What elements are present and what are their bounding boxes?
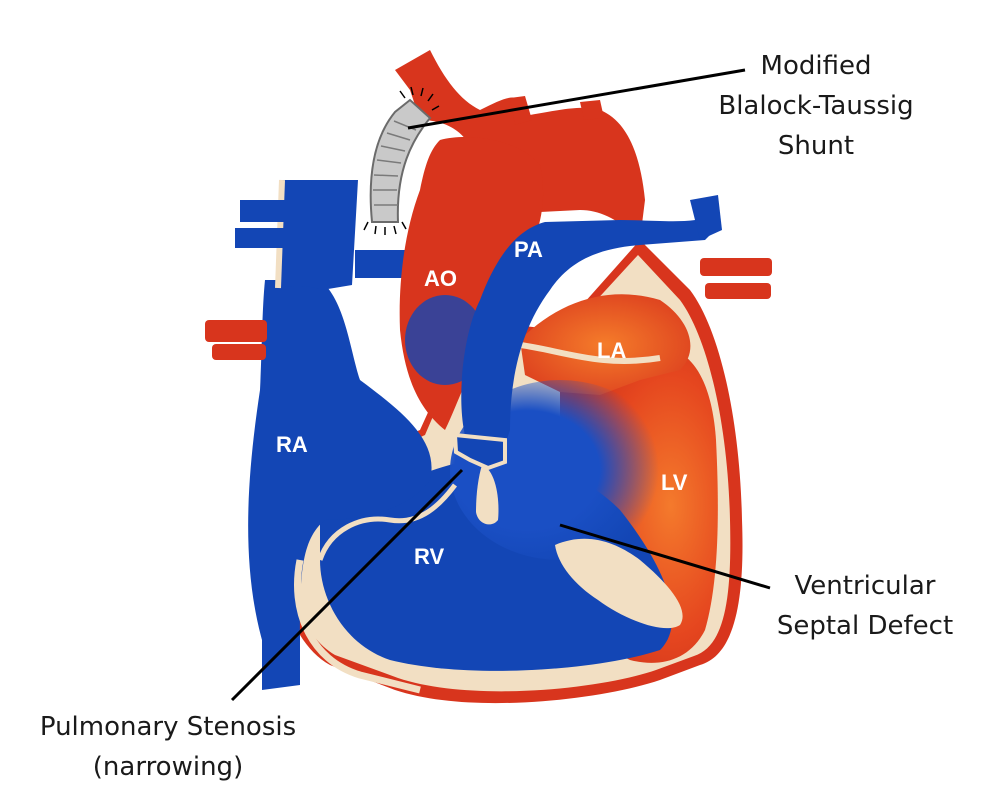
left-artery-branch: [205, 320, 267, 342]
vsd-callout-line-1: Ventricular: [795, 571, 936, 601]
stenosis-callout-line-1: Pulmonary Stenosis: [40, 712, 296, 742]
pulmonary-vein-bottom: [705, 283, 771, 299]
label-la: LA: [597, 338, 626, 363]
superior-vena-cava: [278, 180, 358, 290]
rv-outer-wall: [294, 559, 421, 694]
aorta-branch-2: [580, 100, 604, 120]
pulmonary-vein-top: [700, 258, 772, 276]
pa-left-branch: [690, 195, 722, 240]
label-pa: PA: [514, 237, 543, 262]
pulmonary-valve-stenosis: [452, 432, 507, 471]
label-rv: RV: [414, 544, 444, 569]
pulmonary-artery: [461, 215, 720, 463]
rv-inner-wall: [317, 483, 457, 561]
left-vein-bottom: [235, 228, 287, 248]
aorta-branch-1: [510, 96, 532, 125]
shunt-callout-line-1: Modified: [761, 51, 872, 81]
shunt-callout-line-3: Shunt: [778, 131, 854, 161]
left-atrium: [520, 294, 691, 395]
vsd-leader-line: [559, 523, 771, 590]
left-artery-branch-2: [212, 344, 266, 360]
shunt-callout-line-2: Blalock-Taussig: [718, 91, 913, 121]
label-ao: AO: [424, 266, 457, 291]
bt-shunt-graft: [369, 98, 432, 223]
ventricular-septum: [555, 538, 683, 629]
aortic-arch: [395, 50, 645, 240]
label-ra: RA: [276, 432, 308, 457]
bt-shunt-sutures: [363, 86, 440, 235]
atrial-septum-line: [519, 342, 661, 364]
vsd-callout-line-2: Septal Defect: [777, 611, 953, 641]
septal-remnant: [476, 465, 499, 525]
stenosis-leader-line: [230, 468, 464, 702]
shunt-leader-line: [407, 68, 746, 130]
left-vein-top: [240, 200, 288, 222]
stenosis-callout-line-2: (narrowing): [93, 752, 243, 782]
label-lv: LV: [661, 470, 688, 495]
